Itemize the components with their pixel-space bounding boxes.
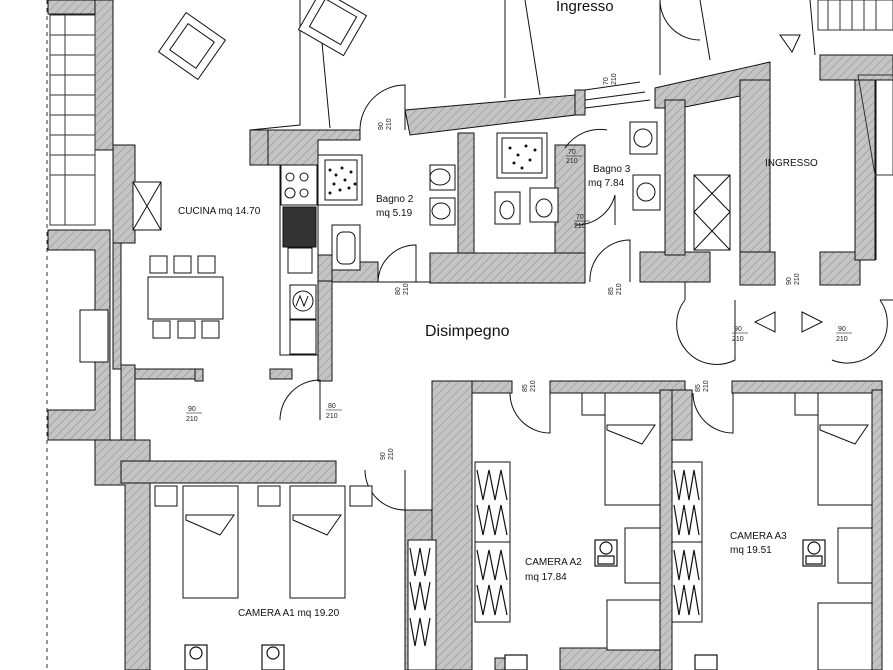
door-height: 210	[616, 283, 623, 295]
stairs-left	[49, 14, 96, 226]
label-bagno2-area: mq 5.19	[376, 208, 413, 219]
door-width: 90	[380, 452, 387, 460]
door-swings	[279, 0, 888, 511]
label-camera-a1: CAMERA A1 mq 19.20	[238, 608, 340, 619]
door-width: 85	[608, 287, 615, 295]
label-disimpegno: Disimpegno	[425, 323, 510, 340]
door-width: 70	[568, 149, 576, 156]
label-ingresso-top: Ingresso	[556, 0, 614, 15]
door-width: 90	[786, 277, 793, 285]
door-height: 210	[574, 223, 586, 230]
dining-table	[147, 255, 224, 339]
desks	[606, 527, 873, 670]
door-width: 90	[838, 326, 846, 333]
door-dimension-labels: 90 210 70 210 70 210 70 210 80 210 85 21…	[186, 73, 852, 460]
door-height: 210	[732, 336, 744, 343]
door-width: 70	[576, 214, 584, 221]
label-cucina: CUCINA mq 14.70	[178, 206, 261, 217]
label-ingresso-right: INGRESSO	[765, 158, 818, 169]
desk-chairs	[184, 539, 826, 670]
interior-lines	[112, 0, 893, 301]
label-bagno2-name: Bagno 2	[376, 194, 414, 205]
door-width: 90	[188, 406, 196, 413]
kitchen-counter	[279, 164, 319, 356]
door-width: 85	[695, 384, 702, 392]
wardrobe-hangers	[409, 469, 700, 647]
door-width: 90	[378, 122, 385, 130]
bagno2-fixtures	[317, 154, 456, 271]
door-width: 80	[395, 287, 402, 295]
label-bagno3-area: mq 7.84	[588, 178, 625, 189]
armchair	[157, 0, 368, 81]
walls	[47, 0, 893, 670]
label-camera-a2-area: mq 17.84	[525, 572, 567, 583]
door-height: 210	[403, 283, 410, 295]
door-height: 210	[703, 380, 710, 392]
storage-box	[79, 181, 162, 363]
door-height: 210	[566, 158, 578, 165]
door-height: 210	[388, 448, 395, 460]
shower-dots	[328, 166, 357, 195]
door-height: 210	[836, 336, 848, 343]
door-height: 210	[794, 273, 801, 285]
label-camera-a2-name: CAMERA A2	[525, 557, 582, 568]
door-height: 210	[326, 413, 338, 420]
door-width: 70	[603, 77, 610, 85]
label-bagno3-name: Bagno 3	[593, 164, 631, 175]
label-camera-a3-name: CAMERA A3	[730, 531, 787, 542]
label-camera-a3-area: mq 19.51	[730, 545, 772, 556]
door-height: 210	[530, 380, 537, 392]
door-height: 210	[186, 416, 198, 423]
door-height: 210	[611, 73, 618, 85]
door-height: 210	[386, 118, 393, 130]
shower-dots-b3	[508, 144, 537, 170]
door-width: 80	[328, 403, 336, 410]
door-width: 85	[522, 384, 529, 392]
stairs-right	[817, 0, 893, 176]
beds	[154, 392, 873, 599]
bagno3-fixtures	[494, 121, 661, 225]
ingresso-right-fixtures	[693, 34, 824, 333]
door-width: 90	[734, 326, 742, 333]
